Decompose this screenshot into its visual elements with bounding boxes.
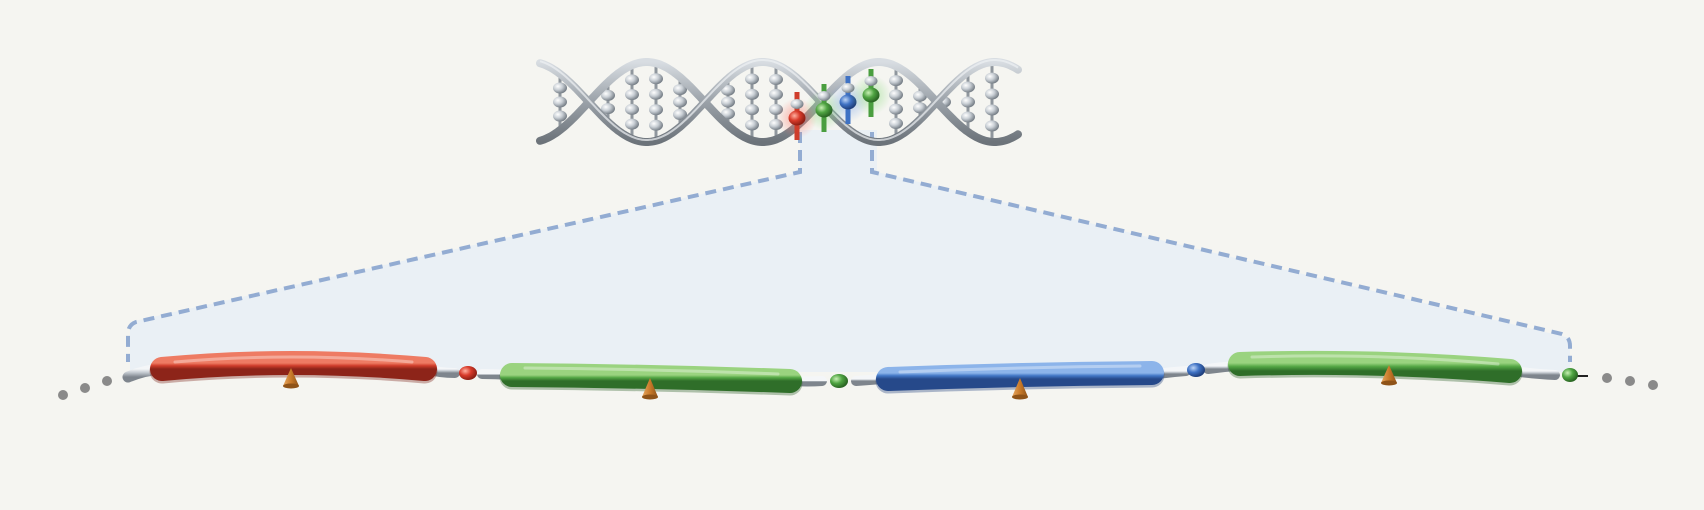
gene-green-2: [1227, 350, 1523, 386]
base-pair: [721, 78, 735, 126]
continuation-dots-right: [1602, 373, 1658, 390]
zoom-outline-left: [126, 132, 802, 362]
continuation-dot: [102, 376, 112, 386]
zoom-outline-right: [870, 132, 1572, 362]
marker-cone-icon: [642, 378, 658, 400]
helix-base-pairs: [553, 62, 999, 142]
connector-beads: [459, 363, 1578, 388]
base-pair: [673, 77, 687, 127]
connector-bead-green-end: [1562, 368, 1578, 382]
marker-cone-icon: [1381, 365, 1397, 386]
base-pair: [889, 66, 903, 138]
continuation-dot: [1625, 376, 1635, 386]
base-pair: [961, 72, 975, 132]
connector-bead-blue: [1187, 363, 1205, 377]
connector-bead-red: [459, 366, 477, 380]
base-pair: [625, 65, 639, 139]
continuation-dot: [58, 390, 68, 400]
helix-strand-front: [536, 58, 1022, 146]
zoom-projection: [126, 130, 1572, 372]
connector-bead-green: [830, 374, 848, 388]
gene-blue: [875, 361, 1165, 394]
highlighted-base-green: [804, 84, 844, 132]
continuation-dot: [1602, 373, 1612, 383]
gene-track: [58, 350, 1658, 400]
base-pair: [601, 82, 615, 122]
base-pair: [745, 63, 759, 141]
marker-cone-icon: [283, 368, 299, 389]
highlighted-base-green: [851, 69, 891, 117]
continuation-dot: [80, 383, 90, 393]
position-markers: [283, 365, 1397, 400]
zoom-fill: [130, 130, 1570, 372]
gene-green-1: [499, 363, 803, 396]
dna-double-helix: [536, 58, 1022, 146]
base-pair: [553, 73, 567, 131]
base-pair: [649, 63, 663, 141]
helix-strand-highlight: [539, 59, 1019, 141]
marker-cone-icon: [1012, 378, 1028, 400]
continuation-dot: [1648, 380, 1658, 390]
helix-highlighted-bases: [777, 69, 891, 140]
continuation-dots-left: [58, 376, 112, 400]
base-pair: [985, 62, 999, 142]
gene-red: [149, 351, 438, 384]
helix-strands: [536, 58, 1022, 146]
